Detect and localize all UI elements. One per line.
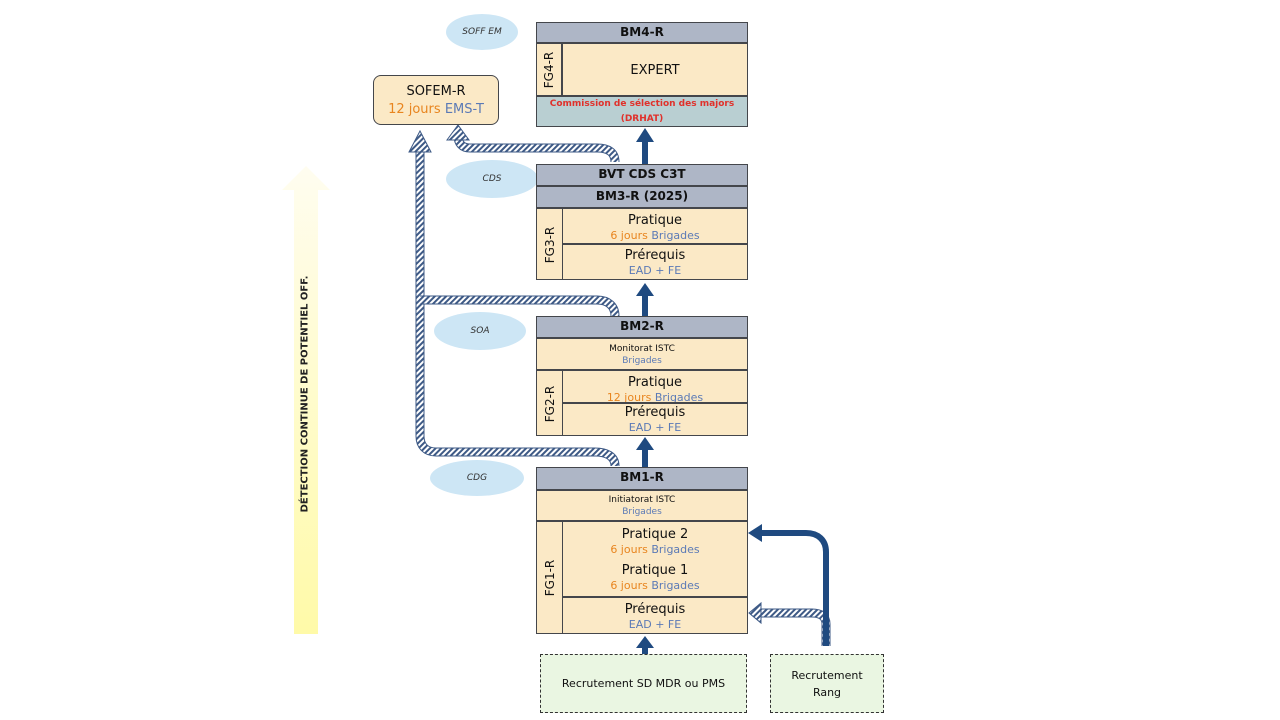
bm1-pratique2-label: Pratique 2: [621, 527, 689, 542]
bm2-prerequis-detail: EAD + FE: [628, 421, 682, 434]
bm2-prerequis-label: Prérequis: [624, 405, 686, 420]
sofem-place: EMS-T: [444, 102, 484, 117]
sofem-title: SOFEM-R: [406, 84, 466, 99]
bm1-prerequis-label: Prérequis: [624, 602, 686, 617]
bm1-pratique1-label: Pratique 1: [621, 563, 689, 578]
sofem-days: 12 jours: [388, 102, 441, 117]
bm1-initiatorat: Initiatorat ISTC Brigades: [536, 490, 748, 521]
ellipse-soa-label: SOA: [470, 326, 490, 336]
recrutement-sd-box: Recrutement SD MDR ou PMS: [540, 654, 747, 713]
bm2-pratique: Pratique 12 jours Brigades: [562, 370, 748, 403]
bm1-pratique2-detail: 6 jours Brigades: [563, 543, 747, 556]
bm3-header: BM3-R (2025): [536, 186, 748, 208]
bm2-header: BM2-R: [536, 316, 748, 338]
bm3-pratique-days: 6 jours: [610, 229, 648, 242]
bm2-pratique-label: Pratique: [627, 375, 683, 390]
recrutement-rang-box: Recrutement Rang: [770, 654, 884, 713]
hatched-path-bm2-join: [420, 295, 620, 317]
bm3-prerequis-detail: EAD + FE: [628, 264, 682, 277]
bm2-fg-label: FG2-R: [543, 385, 557, 423]
bm1-prerequis: Prérequis EAD + FE: [562, 597, 748, 634]
ellipse-cds: CDS: [446, 160, 538, 198]
bm1-header: BM1-R: [536, 467, 748, 490]
bm2-monitorat-label: Monitorat ISTC: [609, 344, 675, 354]
recrutement-sd-label: Recrutement SD MDR ou PMS: [561, 677, 726, 690]
bm3-pratique-place: Brigades: [651, 229, 700, 242]
ellipse-soff-em: SOFF EM: [446, 14, 518, 50]
bm2-pratique-days: 12 jours: [606, 391, 652, 403]
ellipse-cds-label: CDS: [482, 174, 502, 184]
bm3-header-top: BVT CDS C3T: [536, 164, 748, 186]
bm1-pratiques: Pratique 2 6 jours Brigades Pratique 1 6…: [562, 521, 748, 597]
bm4-commission-line1: Commission de sélection des majors: [549, 99, 735, 109]
bm1-initiatorat-place: Brigades: [622, 507, 662, 517]
side-label: DÉTECTION CONTINUE DE POTENTIEL OFF.: [299, 275, 311, 513]
bm1-pratique1-days: 6 jours: [610, 579, 648, 592]
bm2-pratique-detail: 12 jours Brigades: [563, 391, 747, 403]
recrutement-rang-line1: Recrutement: [791, 668, 863, 682]
ellipse-cdg-label: CDG: [466, 473, 488, 483]
hatched-path-bm3-sofem: [446, 124, 620, 163]
bm2-pratique-place: Brigades: [654, 391, 704, 403]
ellipse-soff-em-label: SOFF EM: [462, 27, 502, 37]
bm3-prerequis-label: Prérequis: [624, 248, 686, 263]
bm4-header: BM4-R: [536, 22, 748, 43]
bm4-fg-divider: [561, 44, 563, 95]
bm1-pratique1-detail: 6 jours Brigades: [563, 579, 747, 592]
ellipse-soa: SOA: [434, 312, 526, 350]
sofem-detail: 12 jours EMS-T: [374, 102, 498, 118]
ellipse-cdg: CDG: [430, 460, 524, 496]
bm1-pratique1-place: Brigades: [651, 579, 700, 592]
bm3-pratique-label: Pratique: [627, 213, 683, 228]
bm4-commission: Commission de sélection des majors (DRHA…: [536, 96, 748, 127]
potential-arrow: [282, 166, 330, 634]
bm4-expert: EXPERT: [630, 63, 680, 78]
bm1-initiatorat-label: Initiatorat ISTC: [608, 495, 676, 505]
bm4-fg-label: FG4-R: [542, 51, 556, 89]
bm1-prerequis-detail: EAD + FE: [628, 618, 682, 631]
bm4-body: FG4-R EXPERT: [536, 43, 748, 96]
hatched-path-bm1-sofem: [408, 129, 620, 467]
bm2-monitorat-place: Brigades: [622, 356, 662, 366]
bm2-monitorat: Monitorat ISTC Brigades: [536, 338, 748, 370]
bm1-pratique2-days: 6 jours: [610, 543, 648, 556]
sofem-box: SOFEM-R 12 jours EMS-T: [373, 75, 499, 125]
bm3-pratique: Pratique 6 jours Brigades: [562, 208, 748, 244]
bm2-prerequis: Prérequis EAD + FE: [562, 403, 748, 436]
bm1-fg-label: FG1-R: [543, 559, 557, 597]
recrutement-rang-line2: Rang: [812, 685, 842, 699]
bm4-commission-line2: (DRHAT): [620, 114, 664, 124]
bm3-pratique-detail: 6 jours Brigades: [563, 229, 747, 242]
solid-arrows: [636, 128, 829, 654]
bm3-prerequis: Prérequis EAD + FE: [562, 244, 748, 280]
bm1-pratique2-place: Brigades: [651, 543, 700, 556]
hatched-path-rang-prerequis: [748, 601, 831, 646]
bm3-fg-label: FG3-R: [543, 226, 557, 264]
